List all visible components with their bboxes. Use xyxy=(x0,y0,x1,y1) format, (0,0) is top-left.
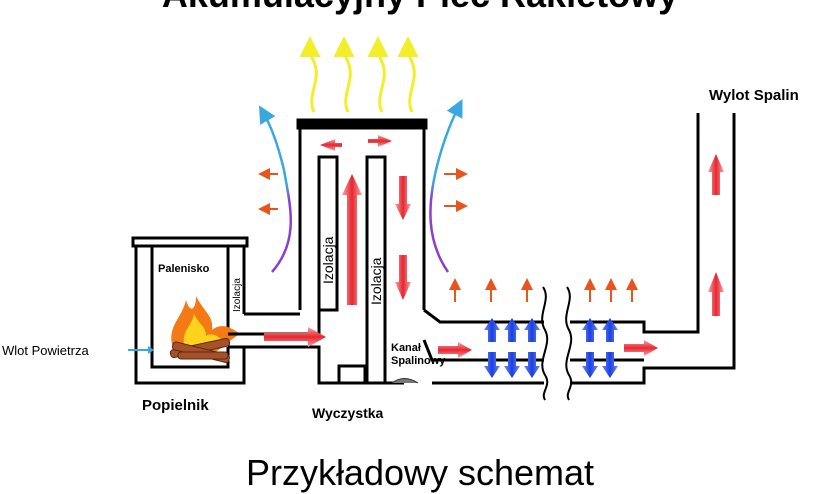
storage-flow-arrows xyxy=(484,318,618,378)
fire-icon xyxy=(169,296,240,364)
warm-air-arrows xyxy=(299,36,419,113)
diagram-title: Akumulacyjny Piec Rakietowy xyxy=(0,0,840,16)
insulation-label-right: Izolacja xyxy=(368,257,384,305)
air-inlet-arrow xyxy=(128,346,154,354)
exhaust-outlet-label: Wylot Spalin xyxy=(709,87,799,104)
flue-channel-label-line2: Spalinowy xyxy=(391,355,446,367)
convection-arrows xyxy=(259,99,463,273)
cleanout-plug xyxy=(391,378,419,384)
flue-channel-label-line1: Kanał xyxy=(391,342,421,354)
heat-riser xyxy=(228,118,544,385)
diagram-subtitle: Przykładowy schemat xyxy=(245,452,595,493)
firebox-label: Palenisko xyxy=(158,263,210,275)
ash-pit-label: Popielnik xyxy=(142,397,209,414)
air-inlet-label: Wlot Powietrza xyxy=(2,343,89,358)
rocket-stove-diagram: Palenisko Izolacja Izolacja Izolacja Wlo… xyxy=(2,36,799,421)
insulation-label-left: Izolacja xyxy=(320,236,336,284)
hot-gas-arrows xyxy=(264,135,724,358)
insulation-label-small: Izolacja xyxy=(232,278,243,312)
heat-radiation-arrows xyxy=(258,168,638,302)
cleanout-label: Wyczystka xyxy=(312,405,384,421)
storage-duct xyxy=(541,113,736,401)
firebox xyxy=(131,236,249,385)
